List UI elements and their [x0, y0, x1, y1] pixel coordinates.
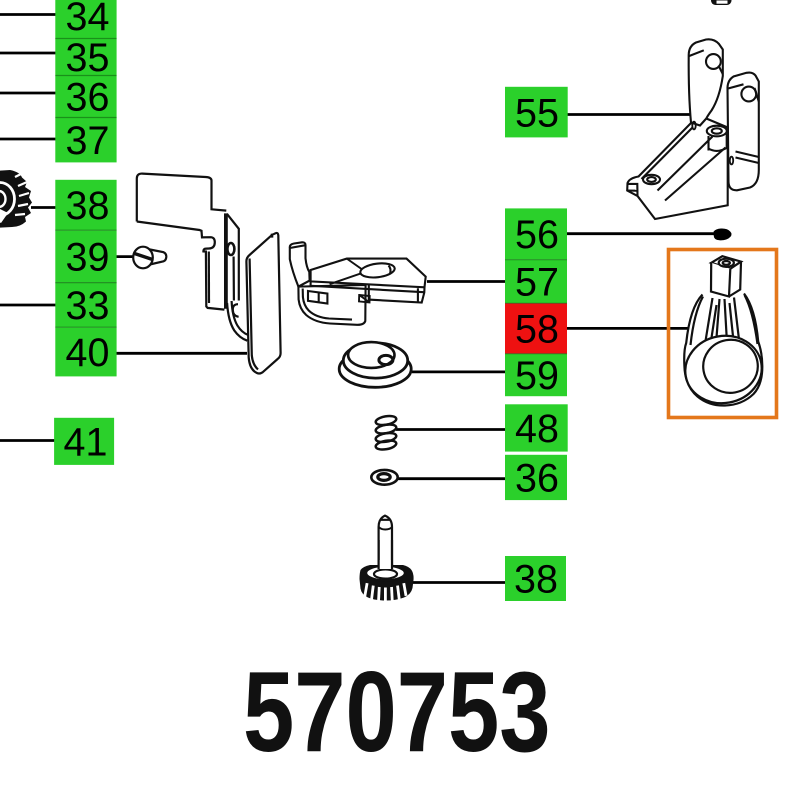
svg-text:36: 36 — [515, 457, 559, 501]
svg-text:39: 39 — [66, 236, 110, 280]
svg-text:35: 35 — [66, 36, 110, 80]
svg-text:40: 40 — [66, 331, 110, 375]
svg-text:58: 58 — [515, 308, 559, 352]
svg-text:57: 57 — [515, 261, 559, 305]
svg-text:56: 56 — [515, 213, 559, 257]
svg-text:570753: 570753 — [243, 649, 551, 777]
svg-text:34: 34 — [66, 0, 110, 39]
svg-text:59: 59 — [515, 354, 559, 398]
svg-text:33: 33 — [66, 284, 110, 328]
svg-text:55: 55 — [515, 91, 559, 135]
svg-text:38: 38 — [66, 184, 110, 228]
svg-text:37: 37 — [66, 119, 110, 163]
svg-text:38: 38 — [514, 558, 558, 602]
svg-text:36: 36 — [66, 76, 110, 120]
svg-text:41: 41 — [64, 421, 108, 465]
svg-text:48: 48 — [515, 407, 559, 451]
